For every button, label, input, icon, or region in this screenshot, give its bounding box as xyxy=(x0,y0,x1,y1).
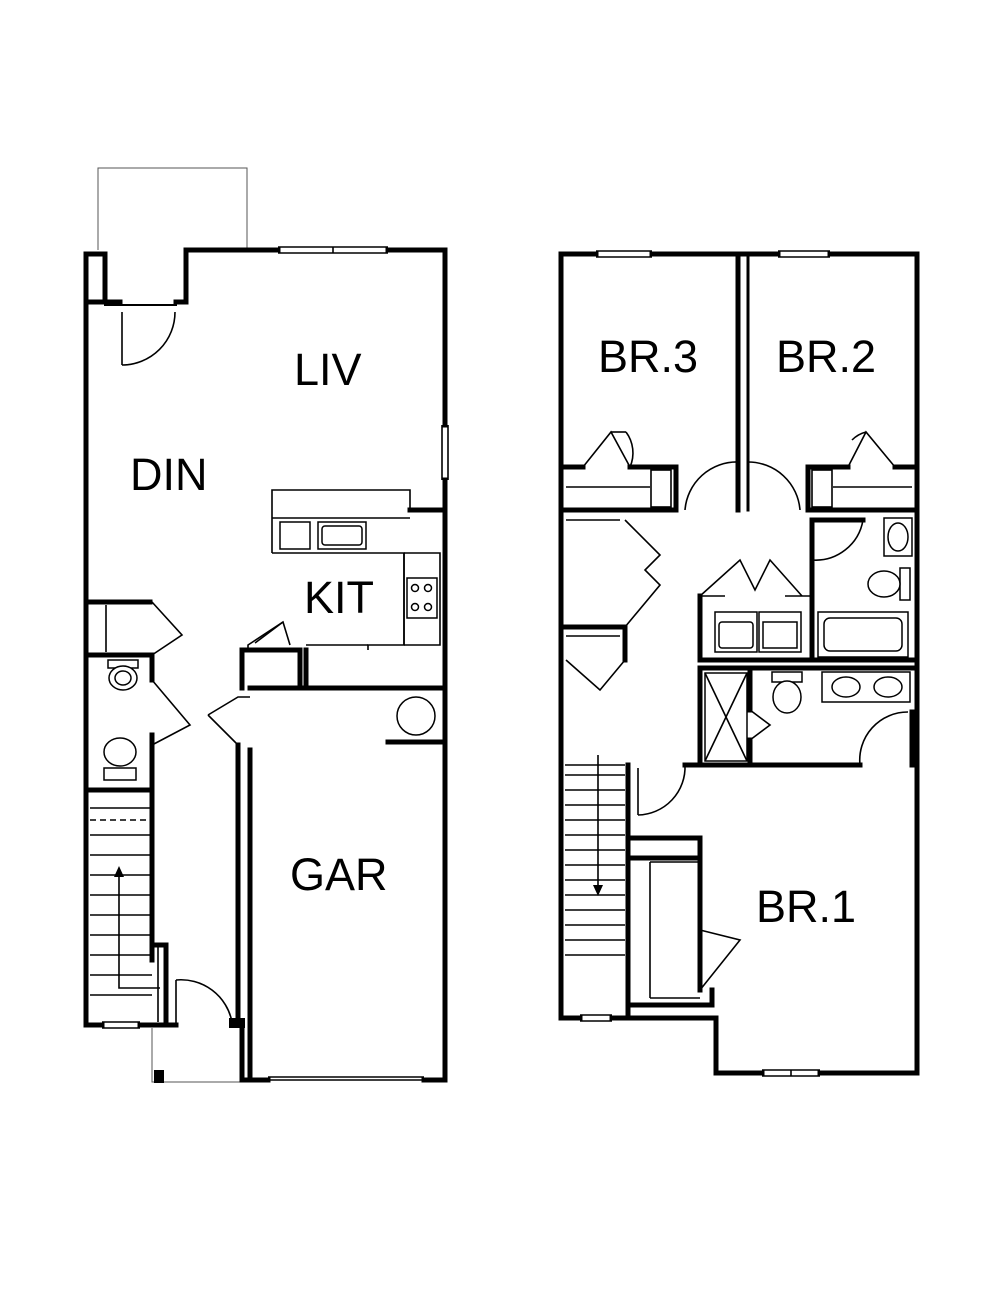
first-floor-stairs xyxy=(90,807,160,1022)
first-floor-exterior-walls xyxy=(83,246,449,1083)
room-label-din: DIN xyxy=(130,449,208,500)
room-label-br2: BR.2 xyxy=(776,331,876,382)
room-label-gar: GAR xyxy=(290,849,388,900)
front-porch xyxy=(97,167,248,1083)
first-floor-plan: LIV DIN KIT GAR xyxy=(83,167,449,1083)
kitchen-counters xyxy=(271,489,441,650)
second-floor-interior-walls xyxy=(558,251,920,1021)
second-floor-stairs xyxy=(565,755,625,956)
room-label-br3: BR.3 xyxy=(598,331,698,382)
room-label-liv: LIV xyxy=(294,344,362,395)
second-floor-plan: BR.3 BR.2 BR.1 xyxy=(558,250,920,1077)
room-label-br1: BR.1 xyxy=(756,881,856,932)
first-floor-interior-walls xyxy=(83,507,448,1083)
second-floor-exterior-walls xyxy=(558,250,920,1077)
entry-door xyxy=(104,304,177,366)
room-label-kit: KIT xyxy=(304,572,374,623)
first-floor-doors xyxy=(151,601,291,1025)
first-floor-fixtures xyxy=(103,659,436,781)
second-floor-doors xyxy=(565,430,909,991)
second-floor-fixtures xyxy=(704,517,913,762)
